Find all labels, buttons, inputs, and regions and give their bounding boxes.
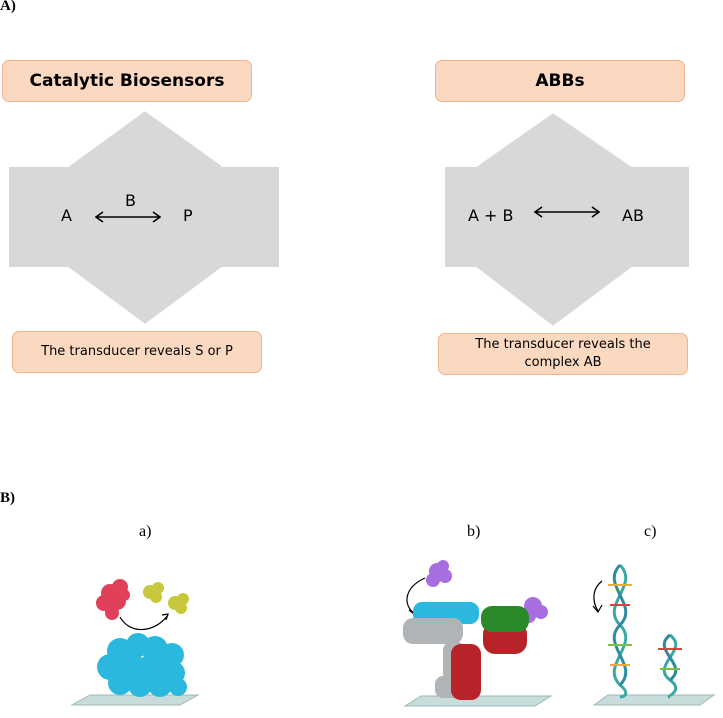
catalytic-right-species: P bbox=[183, 206, 193, 225]
abbs-left-species: A + B bbox=[468, 206, 514, 225]
enzyme-illustration bbox=[70, 579, 200, 706]
catalytic-arrow-shape bbox=[7, 108, 691, 329]
abbs-note: The transducer reveals the complex AB bbox=[475, 337, 651, 370]
catalytic-left-species: A bbox=[61, 206, 72, 225]
abbs-right-species: AB bbox=[622, 206, 644, 225]
abbs-double-arrow bbox=[533, 206, 601, 218]
catalytic-title: Catalytic Biosensors bbox=[29, 71, 225, 91]
section-label-b: B) bbox=[0, 490, 15, 506]
abbs-title: ABBs bbox=[535, 71, 585, 91]
catalytic-note-box: The transducer reveals S or P bbox=[12, 331, 262, 373]
abbs-note-box: The transducer reveals the complex AB bbox=[438, 333, 688, 375]
panel-label-c: c) bbox=[644, 523, 657, 540]
catalytic-double-arrow bbox=[94, 211, 162, 223]
abbs-title-box: ABBs bbox=[435, 60, 685, 102]
dna-illustration bbox=[592, 563, 716, 706]
antibody-illustration bbox=[403, 560, 553, 707]
catalytic-title-box: Catalytic Biosensors bbox=[2, 60, 252, 102]
section-label-a: A) bbox=[0, 0, 16, 14]
panel-label-a: a) bbox=[139, 523, 152, 540]
catalytic-note: The transducer reveals S or P bbox=[41, 344, 233, 359]
catalytic-over-arrow-label: B bbox=[125, 191, 136, 210]
panel-label-b: b) bbox=[467, 523, 481, 540]
